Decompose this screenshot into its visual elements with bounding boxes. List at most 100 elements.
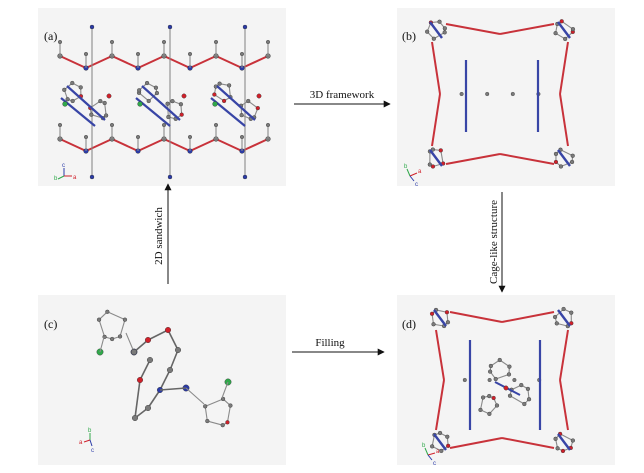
atom	[570, 153, 575, 158]
atom	[170, 99, 175, 104]
bond	[98, 319, 106, 338]
atom	[444, 310, 450, 315]
bond	[125, 332, 135, 353]
atom	[485, 91, 490, 96]
bond	[431, 93, 441, 147]
atom	[83, 134, 88, 139]
atom	[570, 27, 576, 32]
atom	[569, 159, 575, 165]
bond	[226, 405, 231, 423]
panel-b-3d-framework-structure	[425, 19, 576, 169]
axis-b-label: b	[404, 164, 408, 170]
atom	[96, 317, 102, 322]
atom	[122, 317, 128, 322]
atom	[425, 29, 430, 34]
atom	[130, 349, 137, 356]
bond	[85, 138, 113, 152]
bond	[99, 336, 105, 353]
axis-a-label: a	[418, 169, 422, 175]
atom	[437, 430, 443, 436]
bond	[107, 311, 126, 321]
bond	[557, 309, 571, 327]
atom	[462, 378, 467, 383]
atom	[89, 174, 95, 180]
atom	[104, 113, 109, 118]
atom	[553, 151, 559, 157]
bond	[137, 55, 165, 69]
atom	[507, 364, 512, 369]
bond	[204, 398, 224, 407]
atom	[442, 30, 447, 35]
axis-c-label: c	[91, 448, 94, 454]
bond	[189, 138, 217, 152]
bond	[147, 389, 161, 409]
bond	[85, 55, 113, 69]
atom	[165, 101, 170, 106]
bond	[561, 20, 574, 30]
atom	[78, 85, 83, 90]
atom	[525, 386, 531, 392]
bond	[445, 153, 501, 165]
bond	[189, 55, 217, 69]
bond	[139, 359, 151, 381]
bond	[215, 138, 243, 152]
arrow-filling: Filling	[292, 337, 385, 356]
atom	[553, 31, 558, 36]
atom	[65, 97, 70, 102]
atom	[58, 122, 63, 127]
atom	[89, 24, 95, 30]
atom	[491, 395, 496, 401]
atom	[109, 40, 114, 45]
bond	[216, 85, 256, 121]
axis-b-label: b	[422, 443, 426, 449]
atom	[560, 448, 566, 454]
bond	[435, 379, 445, 431]
arrow-3d-framework-label: 3D framework	[310, 89, 375, 101]
atom	[239, 52, 244, 57]
atom	[242, 174, 248, 180]
bond	[479, 397, 484, 411]
bond	[499, 23, 555, 35]
atom	[221, 98, 227, 104]
atom	[144, 337, 151, 344]
bond	[429, 149, 443, 167]
atom	[493, 376, 498, 382]
atom	[487, 393, 492, 399]
axis-b-label: b	[54, 176, 58, 182]
bond	[169, 349, 179, 371]
panel-a-2d-sandwich-structure	[57, 24, 271, 180]
atom	[559, 19, 564, 24]
atom	[187, 134, 192, 139]
bond	[241, 138, 269, 152]
panel-b-axis-triad: b a c	[404, 164, 422, 188]
panel-d-filled-cage-structure	[429, 306, 575, 454]
atom	[146, 357, 153, 364]
bond	[557, 149, 571, 167]
panel-label-d: (d)	[402, 317, 416, 331]
atom	[167, 174, 173, 180]
atom	[255, 106, 260, 111]
atom	[117, 334, 123, 339]
atom	[164, 327, 171, 334]
atom	[522, 401, 527, 407]
bond	[559, 433, 574, 441]
bond	[119, 319, 126, 337]
bond	[499, 153, 555, 165]
atom	[510, 91, 515, 96]
panel-c-ligand-molecule	[96, 309, 233, 428]
atom	[430, 444, 435, 449]
bond	[111, 55, 139, 69]
bond	[435, 329, 445, 381]
atom	[154, 90, 160, 96]
bond	[204, 406, 208, 422]
atom	[205, 418, 210, 424]
bond	[163, 138, 191, 152]
atom	[106, 93, 112, 99]
bond	[221, 381, 229, 399]
atom	[266, 122, 271, 127]
atom	[497, 357, 502, 363]
atom	[429, 311, 435, 316]
atom	[167, 24, 173, 30]
atom	[445, 320, 451, 325]
